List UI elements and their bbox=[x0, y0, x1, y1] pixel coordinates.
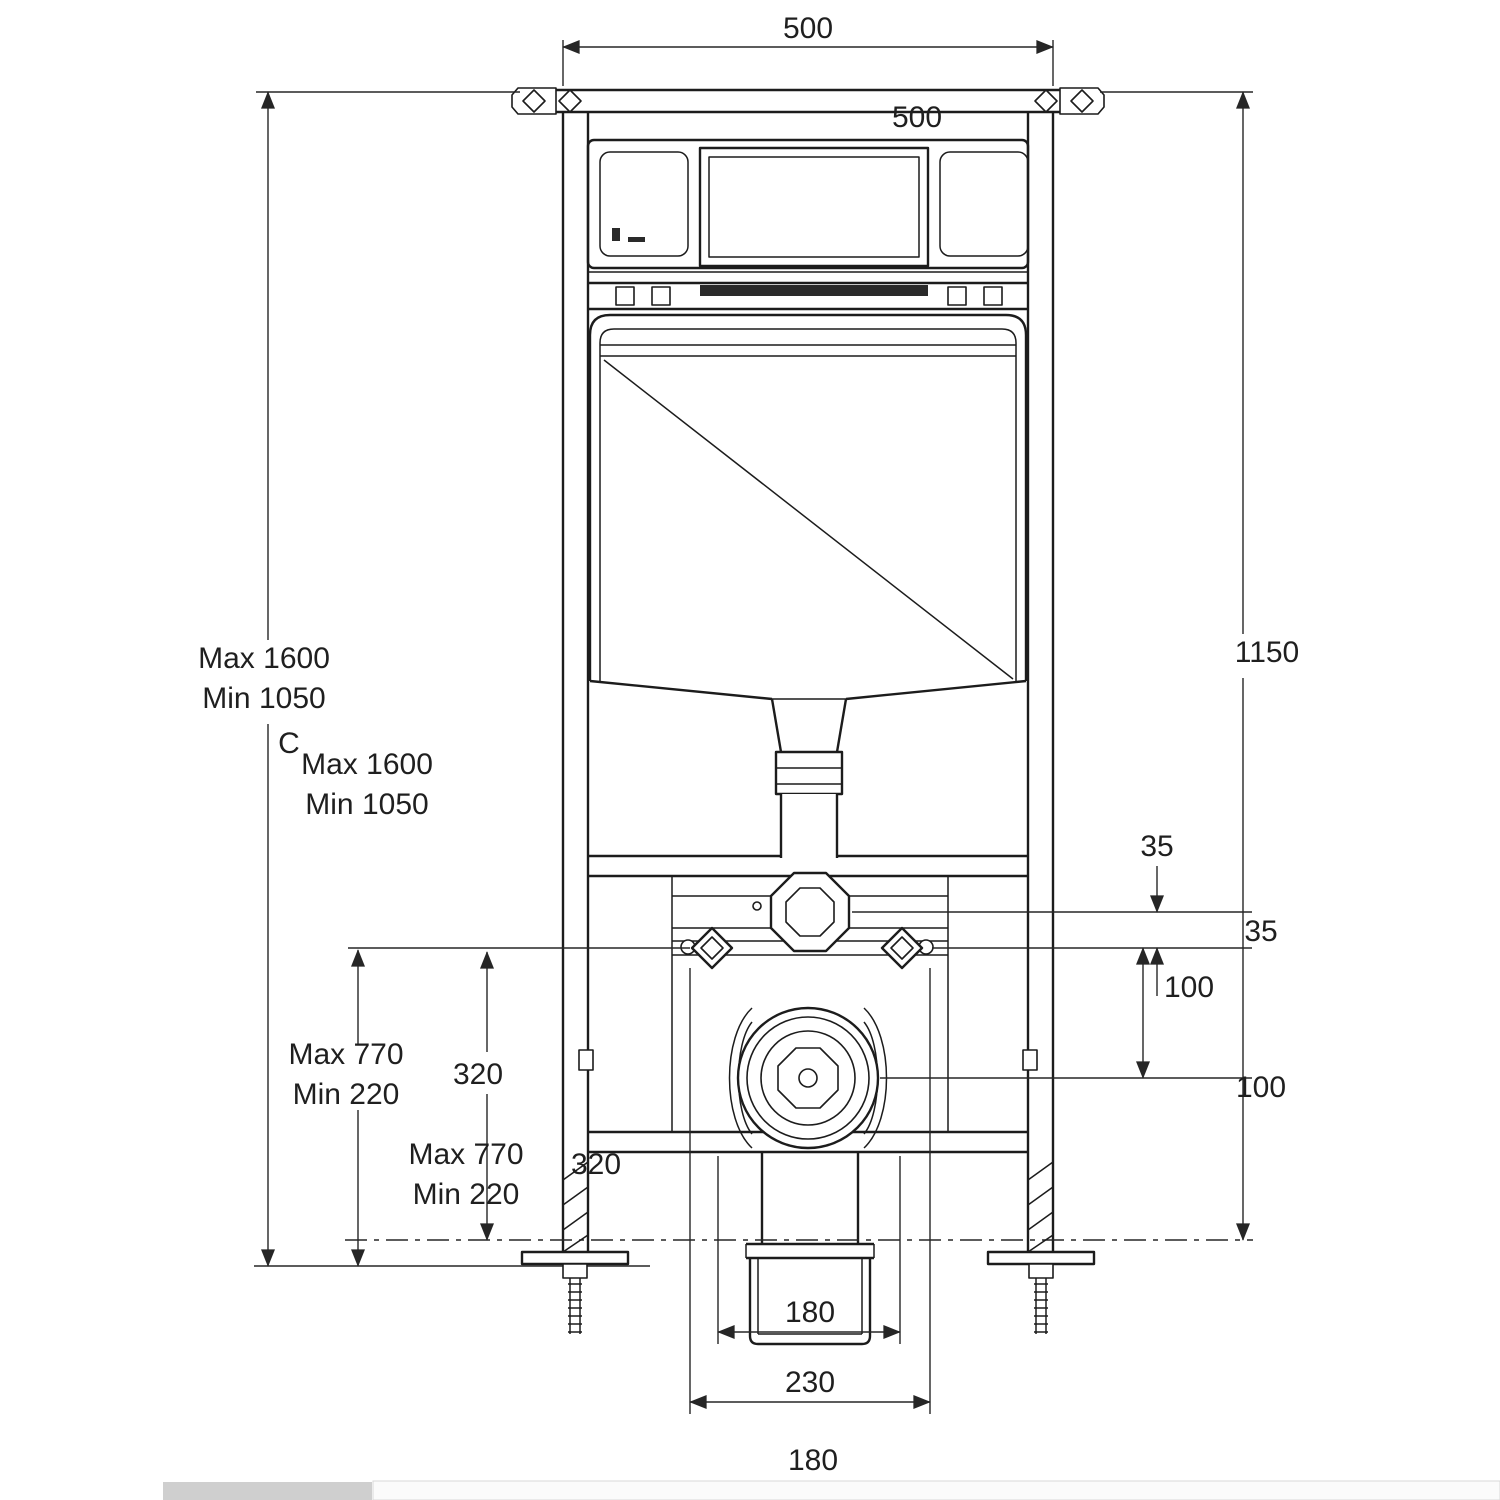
dim-drain-width-dup: 180 bbox=[788, 1444, 838, 1477]
dim-fixing-spacing: 230 bbox=[785, 1366, 835, 1399]
frame-top-rail bbox=[511, 87, 1105, 115]
dim-pan-max-dup: Max 770 bbox=[408, 1138, 523, 1171]
dim-drain-width: 180 bbox=[785, 1296, 835, 1329]
dim-width-top: 500 bbox=[783, 12, 833, 45]
footer-bar-right bbox=[372, 1480, 1500, 1500]
mounting-plate bbox=[588, 271, 1028, 311]
pan-fixing-right bbox=[880, 926, 934, 970]
dimension-lines bbox=[254, 40, 1253, 1414]
plate-clip bbox=[983, 286, 1003, 306]
water-inlet-fitting bbox=[752, 871, 851, 953]
inlet-detail-icon bbox=[752, 901, 762, 911]
dim-pan-min-dup: Min 220 bbox=[413, 1178, 520, 1211]
plate-clip bbox=[615, 286, 635, 306]
pan-fixing-left bbox=[680, 926, 734, 970]
plate-clip bbox=[651, 286, 671, 306]
footer-bar-left bbox=[163, 1482, 372, 1500]
flush-pipe bbox=[770, 698, 848, 796]
dim-pan-max: Max 770 bbox=[288, 1038, 403, 1071]
dim-outlet-centre-dup: 320 bbox=[571, 1148, 621, 1181]
dim-frame-max: Max 1600 bbox=[198, 642, 330, 675]
housing-mark bbox=[612, 228, 620, 241]
wall-bracket-bolt-icon bbox=[1070, 89, 1094, 113]
dim-outlet-offset-dup: 100 bbox=[1236, 1071, 1286, 1104]
dim-pan-min: Min 220 bbox=[293, 1078, 400, 1111]
dim-outlet-centre: 320 bbox=[453, 1058, 503, 1091]
left-foot bbox=[520, 1161, 630, 1334]
wall-bracket-bolt-icon bbox=[558, 89, 582, 113]
adjustable-feet bbox=[520, 1161, 1096, 1334]
dim-frame-min: Min 1050 bbox=[202, 682, 325, 715]
dimension-labels: 500 500 1150 Max 1600 Min 1050 C Max 160… bbox=[198, 12, 1299, 1477]
flush-pipe-lower bbox=[779, 794, 839, 858]
right-foot bbox=[986, 1161, 1096, 1334]
dim-frame-max-dup: Max 1600 bbox=[301, 748, 433, 781]
dim-inlet-offset: 35 bbox=[1140, 830, 1173, 863]
flush-valve-housing bbox=[586, 138, 1030, 270]
housing-mark bbox=[628, 237, 645, 242]
wall-bracket-bolt-icon bbox=[1034, 89, 1058, 113]
dim-width-top-dup: 500 bbox=[892, 101, 942, 134]
dim-outlet-offset: 100 bbox=[1164, 971, 1214, 1004]
wall-bracket-bolt-icon bbox=[522, 89, 546, 113]
rail-clip bbox=[578, 1049, 594, 1071]
frame-side-rails bbox=[561, 112, 1055, 1252]
section-marker-c: C bbox=[278, 727, 300, 760]
tank-diagonal bbox=[603, 359, 1014, 680]
rail-clip bbox=[1022, 1049, 1038, 1071]
plate-clip bbox=[947, 286, 967, 306]
dim-height-right: 1150 bbox=[1235, 636, 1300, 669]
dim-inlet-offset-dup: 35 bbox=[1244, 915, 1277, 948]
cistern-tank bbox=[588, 313, 1028, 701]
waste-outlet-fitting bbox=[728, 1006, 888, 1150]
dim-frame-min-dup: Min 1050 bbox=[305, 788, 428, 821]
